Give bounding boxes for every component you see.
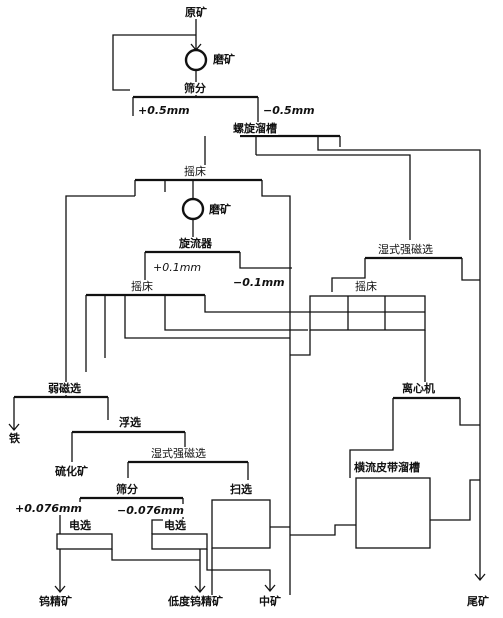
flow-line <box>164 295 308 331</box>
label-grinding-2: 磨矿 <box>208 203 232 216</box>
flow-line <box>239 252 292 269</box>
flow-line <box>261 180 291 330</box>
label-lims: 弱磁选 <box>47 382 82 395</box>
label-plus-01: +0.1mm <box>152 261 203 274</box>
arrow-head <box>8 423 20 432</box>
flow-line <box>317 136 481 580</box>
arrow-head <box>54 585 66 594</box>
label-wet-hims-2: 湿式强磁选 <box>150 447 207 460</box>
label-table-1: 摇床 <box>183 165 207 178</box>
label-minus-0076: −0.076mm <box>116 504 185 517</box>
flow-line <box>430 479 480 521</box>
arrow-head <box>194 585 206 594</box>
flow-line <box>290 330 311 356</box>
label-spiral-chute: 螺旋溜槽 <box>232 122 278 135</box>
flow-line <box>112 34 196 91</box>
arrow-head <box>474 573 486 582</box>
flow-line <box>459 398 480 426</box>
label-plus-0076: +0.076mm <box>14 502 83 515</box>
flow-line <box>206 549 271 590</box>
label-minus-05: −0.5mm <box>262 104 316 117</box>
label-belt-sluice: 横流皮带溜槽 <box>353 461 421 474</box>
elec-sep-2-box <box>151 533 208 550</box>
arrow-head <box>190 43 202 52</box>
grinding-mill-1 <box>184 48 208 72</box>
label-elec-sep-2: 电选 <box>163 519 187 532</box>
flow-line <box>124 295 290 339</box>
label-minus-01: −0.1mm <box>232 276 286 289</box>
label-tungsten-conc: 钨精矿 <box>38 595 73 608</box>
flow-line <box>111 549 200 561</box>
label-wet-hims-1: 湿式强磁选 <box>377 243 434 256</box>
elec-sep-1-box <box>56 533 113 550</box>
label-middlings: 中矿 <box>258 595 282 608</box>
label-tailings: 尾矿 <box>466 595 490 608</box>
flow-line <box>461 258 480 281</box>
label-raw-ore: 原矿 <box>184 6 208 19</box>
label-screening-2: 筛分 <box>115 483 139 496</box>
arrow-head <box>264 584 276 593</box>
label-centrifuge: 离心机 <box>401 382 436 395</box>
flow-line <box>290 524 356 536</box>
label-screening-1: 筛分 <box>183 82 207 95</box>
label-table-3: 摇床 <box>354 280 378 293</box>
belt-sluice-box <box>355 477 431 549</box>
label-low-grade-conc: 低度钨精矿 <box>167 595 224 608</box>
scavenging-box <box>211 499 271 549</box>
label-flotation: 浮选 <box>118 416 142 429</box>
label-sulfide: 硫化矿 <box>54 465 89 478</box>
label-iron: 铁 <box>8 432 21 445</box>
grinding-mill-2 <box>181 197 205 221</box>
label-scavenging: 扫选 <box>229 483 253 496</box>
label-cyclone: 旋流器 <box>178 237 213 250</box>
table-3-box <box>309 295 426 331</box>
flow-line <box>256 154 411 240</box>
label-grinding-1: 磨矿 <box>212 53 236 66</box>
flow-line <box>331 258 366 292</box>
label-table-2: 摇床 <box>130 280 154 293</box>
label-elec-sep-1: 电选 <box>68 519 92 532</box>
flow-line <box>65 195 135 380</box>
flow-line <box>349 398 394 478</box>
label-plus-05: +0.5mm <box>137 104 191 117</box>
flow-line <box>204 295 425 313</box>
